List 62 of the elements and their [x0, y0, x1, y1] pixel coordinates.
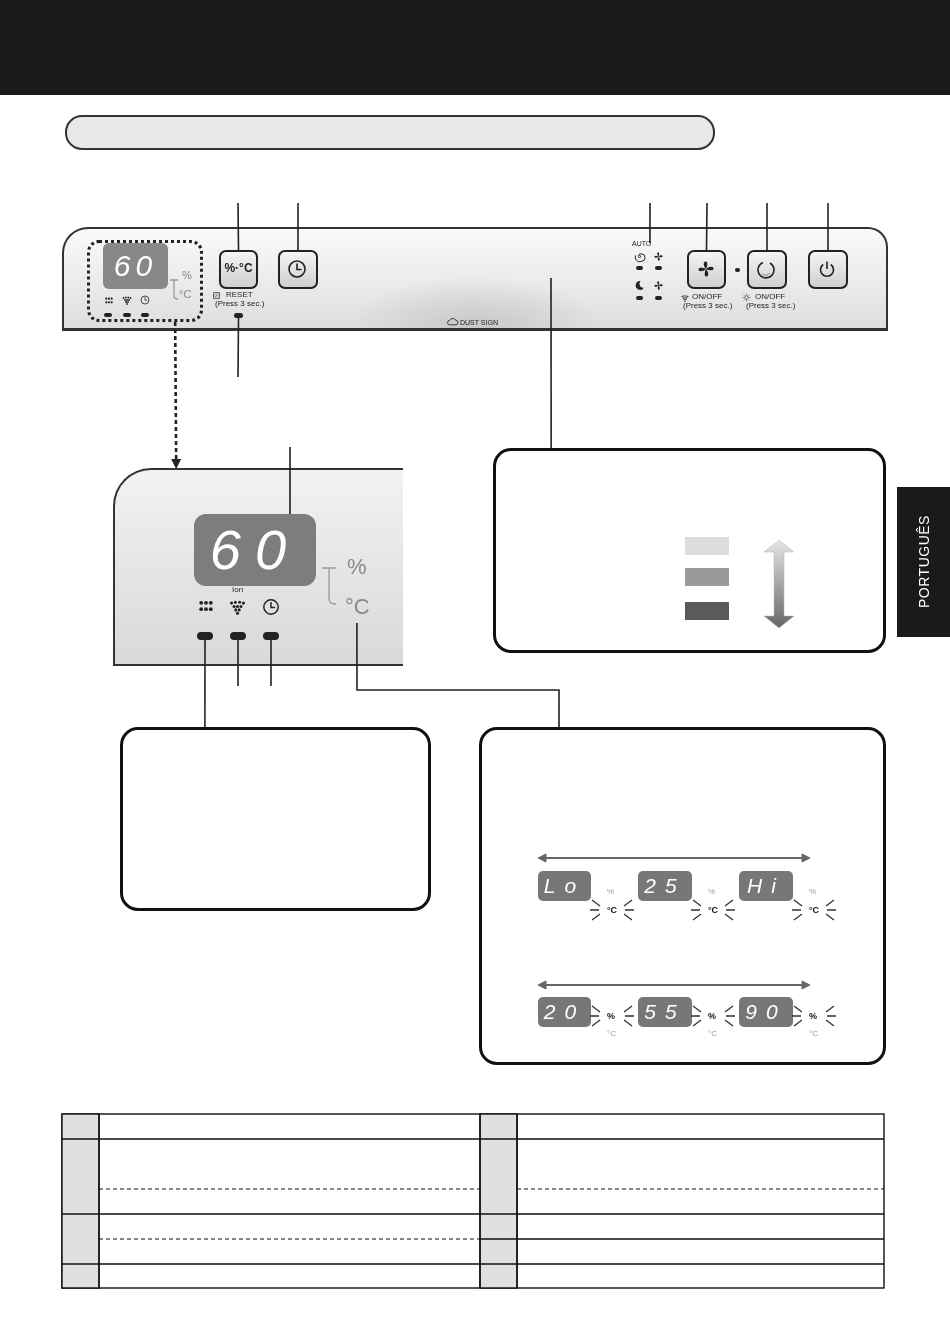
display-closeup-panel	[113, 468, 403, 666]
arrow	[170, 322, 182, 470]
info-box	[479, 727, 886, 1065]
unit-symbol: %	[607, 1012, 615, 1021]
button-caption: (Press 3 sec.)	[746, 302, 796, 310]
button-caption: ON/OFF	[755, 293, 786, 301]
leader-line	[270, 639, 272, 687]
display-area-outline	[87, 240, 203, 322]
unit-symbol: %	[809, 1012, 817, 1021]
control-button	[808, 250, 848, 289]
button-caption: ON/OFF	[692, 293, 723, 301]
leader-line	[237, 202, 240, 251]
display-digits: 20	[542, 999, 587, 1025]
unit-symbol: °C	[345, 596, 371, 621]
language-tab: PORTUGUÊS	[897, 487, 950, 637]
connector-line	[356, 622, 560, 728]
unit-symbol: %	[607, 888, 615, 896]
button-caption: (Press 3 sec.)	[215, 300, 265, 308]
indicator-lamp	[234, 313, 243, 318]
unit-symbol: °C	[809, 906, 820, 915]
leader-line	[237, 317, 240, 378]
display-digits: Lo	[542, 873, 587, 899]
info-box	[120, 727, 431, 911]
info-box	[493, 448, 886, 653]
control-button	[278, 250, 318, 289]
control-panel	[62, 227, 888, 331]
leader-line	[705, 202, 708, 251]
leader-line	[297, 202, 299, 251]
leader-line	[237, 639, 239, 687]
unit-symbol: %	[809, 888, 817, 896]
display-digits: Hi	[746, 873, 786, 899]
leader-line	[766, 202, 768, 251]
unit-symbol: %	[347, 556, 367, 578]
unit-symbol: °C	[607, 906, 618, 915]
unit-symbol: °C	[179, 289, 193, 300]
unit-symbol: °C	[607, 1030, 616, 1038]
display-screen	[194, 514, 316, 586]
control-button	[747, 250, 787, 289]
indicator-lamp	[263, 632, 279, 640]
button-caption: RESET	[226, 291, 253, 299]
leader-line	[289, 446, 291, 515]
button-label: %·°C	[223, 262, 254, 276]
connector-line	[550, 277, 552, 449]
unit-symbol: °C	[708, 906, 719, 915]
leader-line	[827, 202, 829, 251]
display-screen	[739, 871, 793, 901]
unit-symbol: °C	[809, 1030, 818, 1038]
display-digits: 90	[744, 999, 788, 1025]
connector-line	[204, 639, 206, 728]
display-digits: 25	[643, 873, 687, 899]
indicator-lamp	[230, 632, 246, 640]
unit-symbol: %	[708, 888, 716, 896]
control-button	[687, 250, 726, 289]
display-digits: 60	[208, 520, 302, 580]
unit-symbol: %	[182, 270, 193, 281]
display-readout: 60	[103, 243, 168, 289]
display-digits: 55	[643, 999, 687, 1025]
unit-symbol: %	[708, 1012, 716, 1021]
indicator-lamp	[197, 632, 213, 640]
leader-line	[649, 202, 651, 244]
button-caption: (Press 3 sec.)	[683, 302, 733, 310]
unit-symbol: °C	[708, 1030, 717, 1038]
